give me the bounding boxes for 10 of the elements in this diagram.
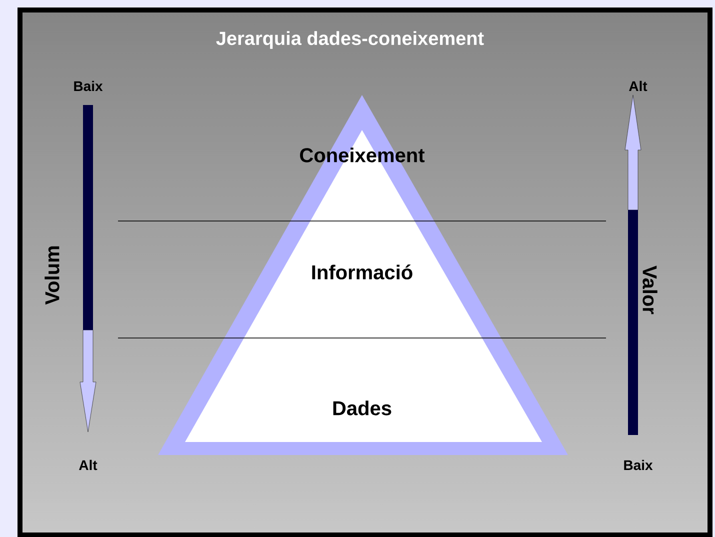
axis-label: Volum: [44, 246, 60, 305]
title: Jerarquia dades-coneixement: [216, 31, 484, 49]
scale-label: Baix: [624, 460, 653, 470]
level-label: Dades: [333, 400, 392, 416]
scale-label: Baix: [74, 80, 103, 92]
level-label: Informació: [312, 264, 412, 280]
scale-label: Alt: [629, 80, 648, 92]
axis-label: Valor: [642, 266, 658, 314]
scale-label: Alt: [79, 460, 98, 470]
level-label: Coneixement: [300, 148, 425, 162]
